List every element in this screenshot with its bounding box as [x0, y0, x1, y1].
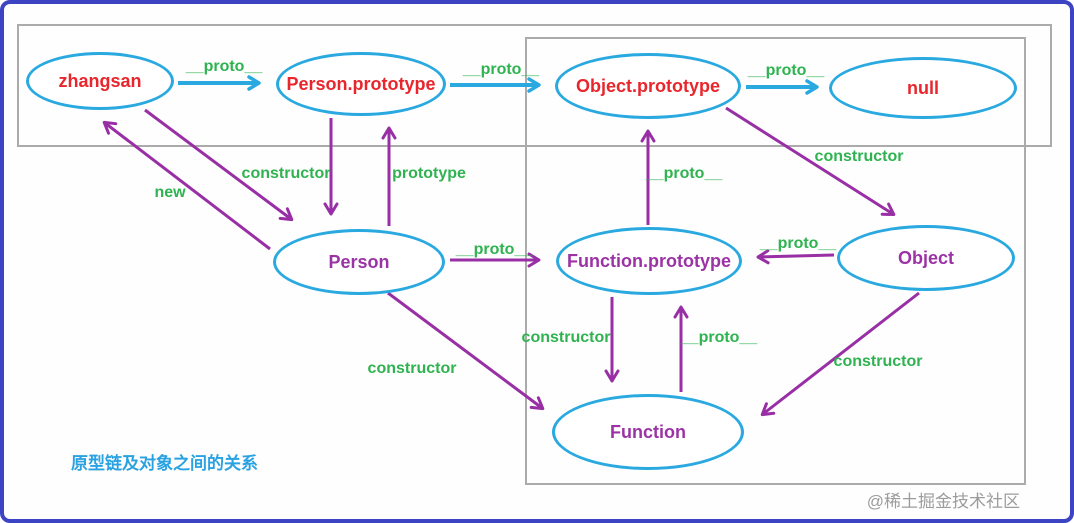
node-label: Object	[897, 247, 954, 268]
edge-person-constructor-function-arrow	[387, 291, 545, 411]
node-label: zhangsan	[58, 70, 142, 91]
node-label: Object.prototype	[575, 75, 720, 96]
node-function: Function	[552, 394, 744, 470]
instance-chain-group-box	[17, 24, 1052, 147]
node-label: Function.prototype	[567, 250, 731, 271]
edge-label-proto: __proto__	[645, 165, 723, 183]
node-object: Object	[837, 225, 1015, 291]
edge-object-proto-function-prototype-arrow	[756, 249, 835, 265]
edge-person-new-zhangsan-arrow	[102, 120, 271, 251]
edge-label-proto: __proto__	[462, 61, 540, 79]
edge-label-proto: __proto__	[680, 329, 758, 347]
watermark: @稀土掘金技术社区	[866, 492, 1020, 511]
node-function-prototype: Function.prototype	[556, 227, 742, 295]
edge-label-constructor: constructor	[241, 165, 331, 183]
edge-label-proto: __proto__	[455, 241, 533, 259]
diagram-caption: 原型链及对象之间的关系	[71, 454, 258, 473]
arrows-layer	[102, 75, 920, 417]
node-label: null	[907, 77, 939, 98]
node-label: Person	[328, 251, 390, 272]
edge-label-new: new	[154, 184, 186, 202]
edge-label-constructor: constructor	[814, 148, 904, 166]
node-person: Person	[273, 229, 445, 295]
edge-label-constructor: constructor	[833, 353, 923, 371]
edge-label-proto: __proto__	[747, 62, 825, 80]
edge-object-prototype-constructor-object-arrow	[725, 106, 896, 217]
node-object-prototype: Object.prototype	[555, 53, 741, 119]
node-label: Function	[610, 421, 686, 442]
edge-zhangsan-constructor-person-arrow	[144, 108, 294, 222]
node-person-prototype: Person.prototype	[276, 52, 446, 116]
edge-label-proto: __proto__	[759, 235, 837, 253]
edge-label-proto: __proto__	[185, 58, 263, 76]
node-zhangsan: zhangsan	[26, 52, 174, 110]
edge-label-prototype: prototype	[392, 165, 466, 183]
edge-object-constructor-function-arrow	[760, 291, 920, 417]
node-label: Person.prototype	[286, 73, 436, 94]
edge-label-constructor: constructor	[521, 329, 611, 347]
edge-label-constructor: constructor	[367, 360, 457, 378]
node-null: null	[829, 57, 1017, 119]
